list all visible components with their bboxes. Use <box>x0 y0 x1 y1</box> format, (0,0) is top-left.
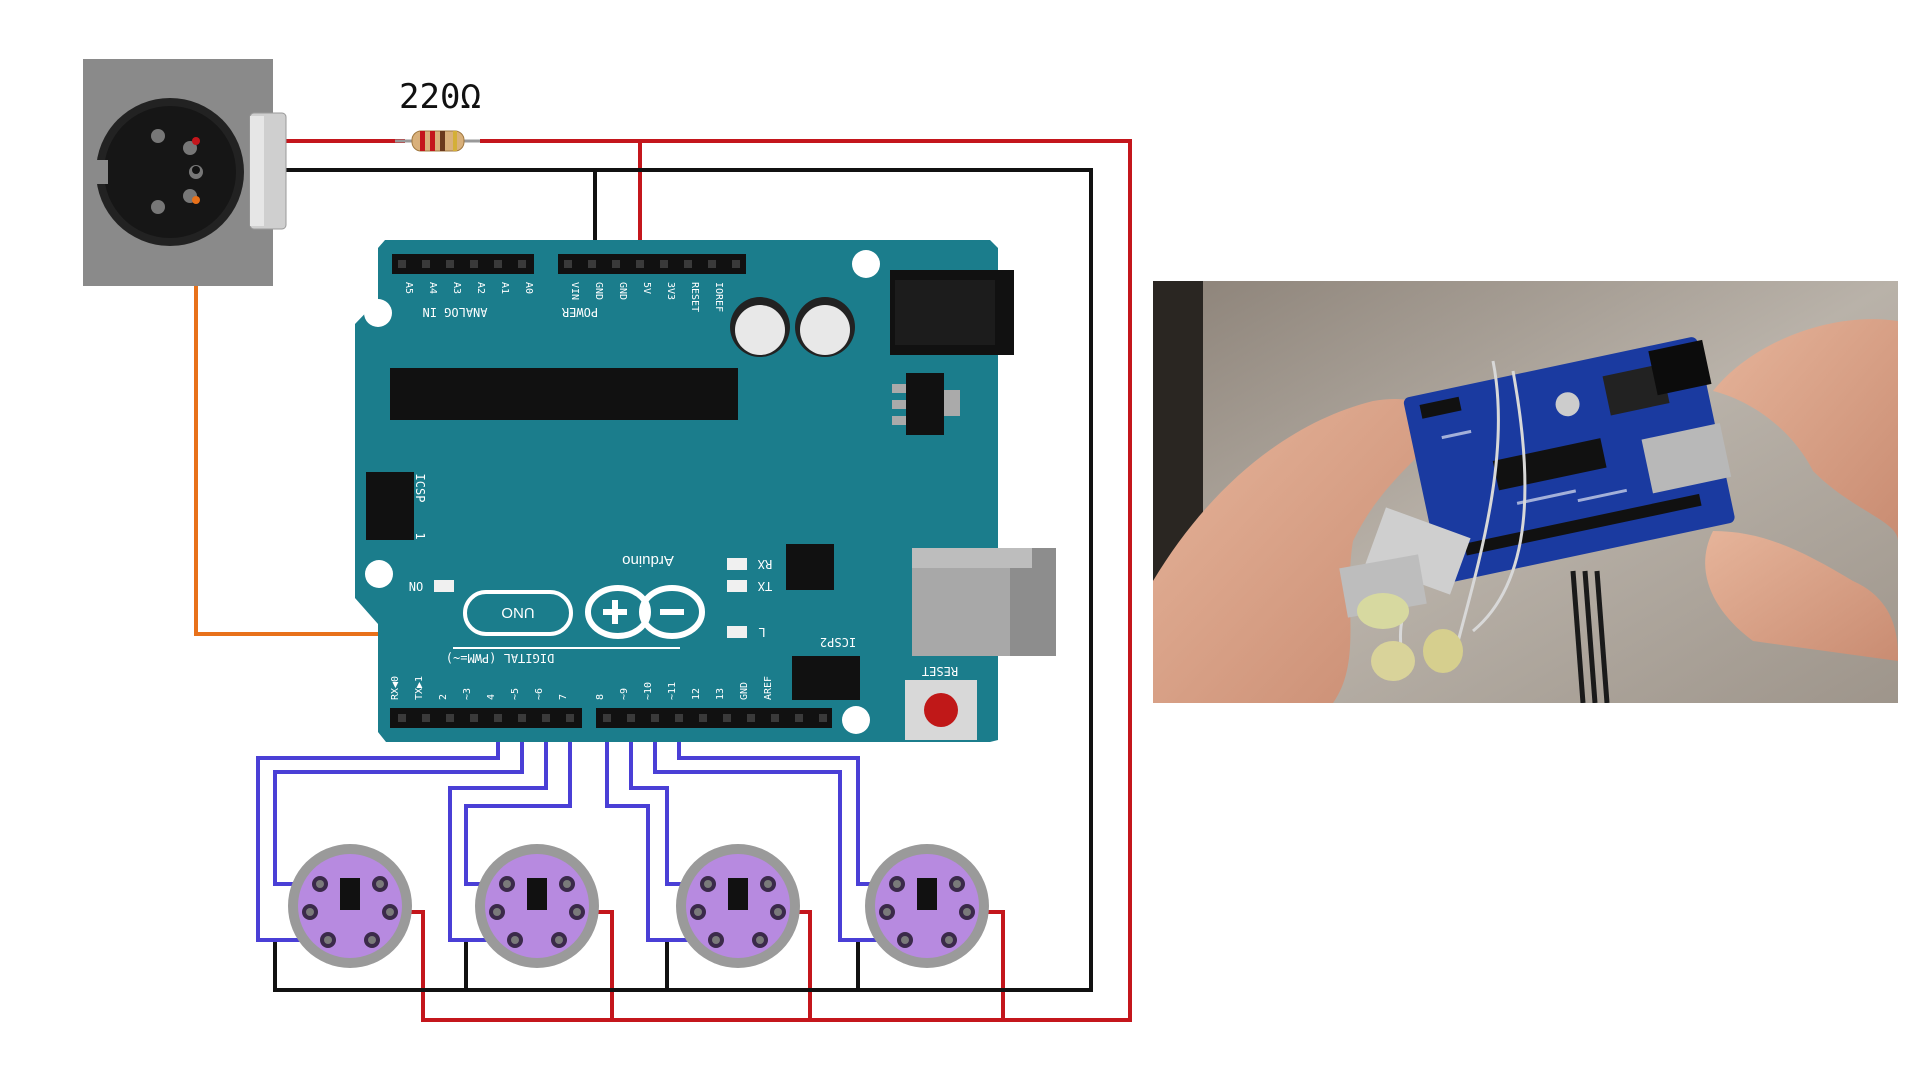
pin-label: GND <box>617 282 628 300</box>
blue-wire-d6 <box>448 718 548 942</box>
dc-barrel-jack-icon <box>890 270 1014 355</box>
header-pin <box>398 260 406 268</box>
header-pin <box>494 260 502 268</box>
icsp-label: ICSP <box>413 474 427 503</box>
pin-label: ~5 <box>510 688 521 700</box>
header-pin <box>446 260 454 268</box>
header-pin <box>588 260 596 268</box>
pin-label: 4 <box>486 694 497 700</box>
rx-label: RX <box>757 557 772 571</box>
pin-label: TX▶1 <box>414 676 425 700</box>
resistor-icon <box>395 130 480 152</box>
ps2-connector-icon <box>865 844 989 968</box>
header-pin <box>422 260 430 268</box>
icsp2-label: ICSP2 <box>820 635 856 649</box>
header-pin <box>518 260 526 268</box>
header-pin <box>612 260 620 268</box>
header-pin <box>398 714 406 722</box>
ps2-connector-icon <box>475 844 599 968</box>
header-pin <box>494 714 502 722</box>
header-pin <box>446 714 454 722</box>
midi-din-connector-icon <box>83 59 287 286</box>
blue-wire-d8 <box>605 718 718 942</box>
on-label: ON <box>409 579 423 593</box>
pin-label: 8 <box>595 694 606 700</box>
header-pin <box>603 714 611 722</box>
header-pins <box>398 260 827 722</box>
board-name-label: Arduino <box>622 552 674 569</box>
header-pin <box>518 714 526 722</box>
pin-label: GND <box>593 282 604 300</box>
blue-wire-d4 <box>256 718 500 942</box>
pin-label: A2 <box>475 282 486 294</box>
power-label: POWER <box>561 305 598 319</box>
header-pin <box>819 714 827 722</box>
header-pin <box>542 714 550 722</box>
pin-label: VIN <box>569 282 580 300</box>
reset-label: RESET <box>922 664 958 678</box>
arduino-logo-icon <box>585 585 706 639</box>
header-pin <box>422 714 430 722</box>
header-pin <box>651 714 659 722</box>
uno-badge <box>463 590 573 636</box>
icsp-one-label: 1 <box>413 532 427 539</box>
pin-label: 7 <box>558 694 569 700</box>
board-labels: UNO Arduino ANALOG IN POWER DIGITAL (PWM… <box>409 305 958 678</box>
pin-label: 2 <box>438 694 449 700</box>
header-pin <box>660 260 668 268</box>
header-pin <box>723 714 731 722</box>
pin-label: ~6 <box>534 688 545 700</box>
pin-label: A4 <box>427 282 438 294</box>
reset-button-icon <box>905 680 977 740</box>
l-label: L <box>758 625 765 639</box>
arduino-uno-board <box>355 240 1056 742</box>
pin-label: A0 <box>523 282 534 294</box>
blue-wire-d10 <box>653 718 912 942</box>
pin-label: A3 <box>451 282 462 294</box>
header-pin <box>470 260 478 268</box>
pin-labels: A5 A4 A3 A2 A1 A0 VIN GND GND 5V 3V3 RESET IOREF RX◀0… <box>390 282 774 700</box>
resistor-label: 220Ω <box>399 77 481 117</box>
pin-label: 13 <box>715 688 726 700</box>
header-pin <box>675 714 683 722</box>
header-pin <box>747 714 755 722</box>
pin-label: 12 <box>691 688 702 700</box>
pin-label: GND <box>739 682 750 700</box>
red-wire-top <box>480 139 1132 1022</box>
ps2-connectors <box>288 844 989 968</box>
ps2-connector-icon <box>288 844 412 968</box>
header-pin <box>771 714 779 722</box>
pin-label: IOREF <box>713 282 724 312</box>
board-model-label: UNO <box>501 604 534 621</box>
digital-label: DIGITAL (PWM=~) <box>446 651 554 665</box>
build-photo <box>1153 281 1898 703</box>
header-pin <box>732 260 740 268</box>
pin-label: A5 <box>403 282 414 294</box>
photo-of-assembled-board <box>1153 281 1898 703</box>
pin-label: ~10 <box>643 682 654 700</box>
pin-label: RESET <box>689 282 700 312</box>
header-pin <box>699 714 707 722</box>
header-pin <box>627 714 635 722</box>
tx-label: TX <box>757 579 772 593</box>
pin-label: RX◀0 <box>390 676 401 700</box>
header-pin <box>470 714 478 722</box>
pin-label: AREF <box>763 676 774 700</box>
header-pin <box>636 260 644 268</box>
header-pin <box>684 260 692 268</box>
header-pin <box>708 260 716 268</box>
usb-b-port-icon <box>912 548 1056 656</box>
pin-label: A1 <box>499 282 510 294</box>
header-pin <box>566 714 574 722</box>
pin-label: 5V <box>641 282 652 294</box>
header-pin <box>795 714 803 722</box>
pin-label: 3V3 <box>665 282 676 300</box>
pin-label: ~11 <box>667 682 678 700</box>
ps2-connector-icon <box>676 844 800 968</box>
pin-label: ~9 <box>619 688 630 700</box>
header-pin <box>564 260 572 268</box>
pin-label: ~3 <box>462 688 473 700</box>
analog-in-label: ANALOG IN <box>422 305 487 319</box>
